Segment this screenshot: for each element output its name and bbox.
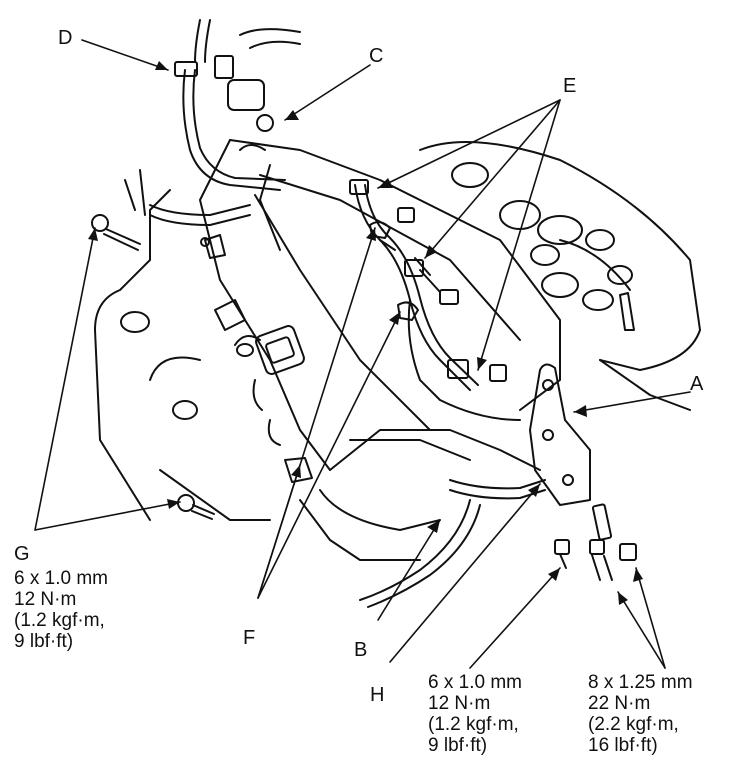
engine-block-outline <box>419 141 701 411</box>
leader-b <box>377 519 441 621</box>
bolts <box>91 214 637 581</box>
callout-c: C <box>369 45 384 67</box>
engine-case-outline <box>94 169 271 521</box>
callout-d: D <box>58 27 73 49</box>
spec-g: 6 x 1.0 mm 12 N·m (1.2 kgf·m, 9 lbf·ft) <box>14 568 108 652</box>
callout-f: F <box>243 627 256 649</box>
leader-e2 <box>424 99 561 259</box>
spec-h-torque: 12 N·m <box>428 693 491 714</box>
leader-d <box>81 39 169 71</box>
spec-bracket-lbf: 16 lbf·ft) <box>588 735 658 756</box>
ignition-coil-row <box>200 234 305 446</box>
callout-a: A <box>690 373 704 395</box>
leader-f3 <box>257 464 301 599</box>
engine-wire-harness <box>149 69 546 608</box>
leader-h <box>389 483 541 663</box>
leader-bracket-2 <box>635 567 666 669</box>
spec-h: 6 x 1.0 mm 12 N·m (1.2 kgf·m, 9 lbf·ft) <box>428 672 522 756</box>
leader-e3 <box>477 99 561 371</box>
leader-h-bolt <box>469 567 561 669</box>
leader-f2 <box>257 311 401 599</box>
spec-g-lbf: 9 lbf·ft) <box>14 631 74 652</box>
leader-g1 <box>34 227 96 531</box>
engine-hanger-bracket <box>529 363 591 506</box>
callout-e: E <box>563 75 577 97</box>
spec-h-kgf: (1.2 kgf·m, <box>428 714 519 735</box>
harness-clamps <box>284 221 419 483</box>
callout-b: B <box>354 639 368 661</box>
harness-connectors <box>174 19 507 382</box>
spec-bracket-torque: 22 N·m <box>588 693 651 714</box>
leader-c <box>284 64 371 121</box>
spec-g-kgf: (1.2 kgf·m, <box>14 610 105 631</box>
callout-g: G <box>14 543 30 565</box>
leader-bracket-1 <box>617 591 666 669</box>
spec-g-torque: 12 N·m <box>14 589 77 610</box>
leader-g2 <box>34 501 181 531</box>
spec-h-lbf: 9 lbf·ft) <box>428 735 488 756</box>
spec-bracket-size: 8 x 1.25 mm <box>588 672 693 693</box>
spec-g-size: 6 x 1.0 mm <box>14 568 108 589</box>
leader-lines <box>34 39 691 669</box>
spec-bracket-kgf: (2.2 kgf·m, <box>588 714 679 735</box>
leader-e1 <box>377 99 561 189</box>
spec-h-size: 6 x 1.0 mm <box>428 672 522 693</box>
leader-a <box>573 391 691 413</box>
callout-h: H <box>370 684 385 706</box>
spec-bracket: 8 x 1.25 mm 22 N·m (2.2 kgf·m, 16 lbf·ft… <box>588 672 693 756</box>
